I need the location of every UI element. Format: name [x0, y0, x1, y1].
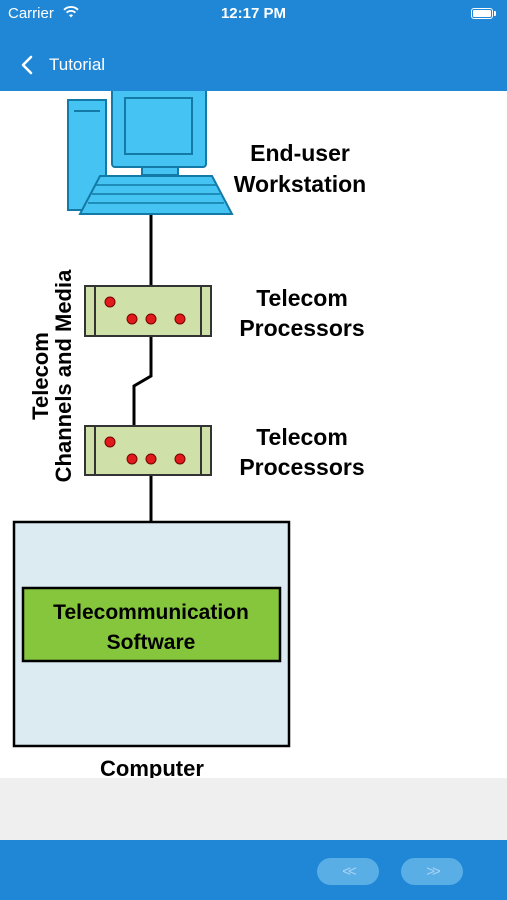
- header: Carrier 12:17 PM Tutorial: [0, 0, 507, 91]
- processor-top-label: Telecom: [256, 285, 348, 311]
- back-button[interactable]: Tutorial: [18, 50, 105, 80]
- bottom-toolbar: << >>: [0, 840, 507, 900]
- processor-top-label: Processors: [239, 315, 364, 341]
- battery-icon: [471, 8, 496, 19]
- software-label: Telecommunication: [53, 601, 249, 624]
- carrier-label: Carrier: [8, 5, 54, 22]
- back-label: Tutorial: [49, 55, 106, 74]
- computer-label: Computer: [100, 756, 204, 778]
- previous-page-icon: <<: [342, 863, 356, 880]
- software-box: [21, 586, 282, 663]
- workstation-label: End-user: [250, 140, 350, 166]
- channels-label: Telecom: [28, 332, 53, 420]
- processor-bottom-label: Processors: [239, 454, 364, 480]
- clock: 12:17 PM: [220, 5, 287, 22]
- telecom-processor-top: [84, 285, 212, 337]
- processor-bottom-label: Telecom: [256, 424, 348, 450]
- software-label: Software: [107, 631, 196, 654]
- status-bar: Carrier 12:17 PM: [0, 0, 507, 30]
- tutorial-content: End-user Workstation Telecom Processors …: [0, 91, 507, 778]
- next-page-icon: >>: [426, 863, 440, 880]
- telecom-diagram: End-user Workstation Telecom Processors …: [12, 91, 366, 778]
- back-chevron-icon: [21, 55, 33, 75]
- wifi-icon: [63, 6, 79, 18]
- workstation-label: Workstation: [234, 171, 366, 197]
- previous-page-button[interactable]: <<: [317, 858, 379, 885]
- zigzag-link: [132, 336, 153, 426]
- telecom-processor-bottom: [84, 425, 212, 476]
- next-page-button[interactable]: >>: [401, 858, 463, 885]
- footer-gap: [0, 778, 507, 840]
- channels-label: Channels and Media: [51, 269, 76, 482]
- workstation-icon: [67, 91, 234, 215]
